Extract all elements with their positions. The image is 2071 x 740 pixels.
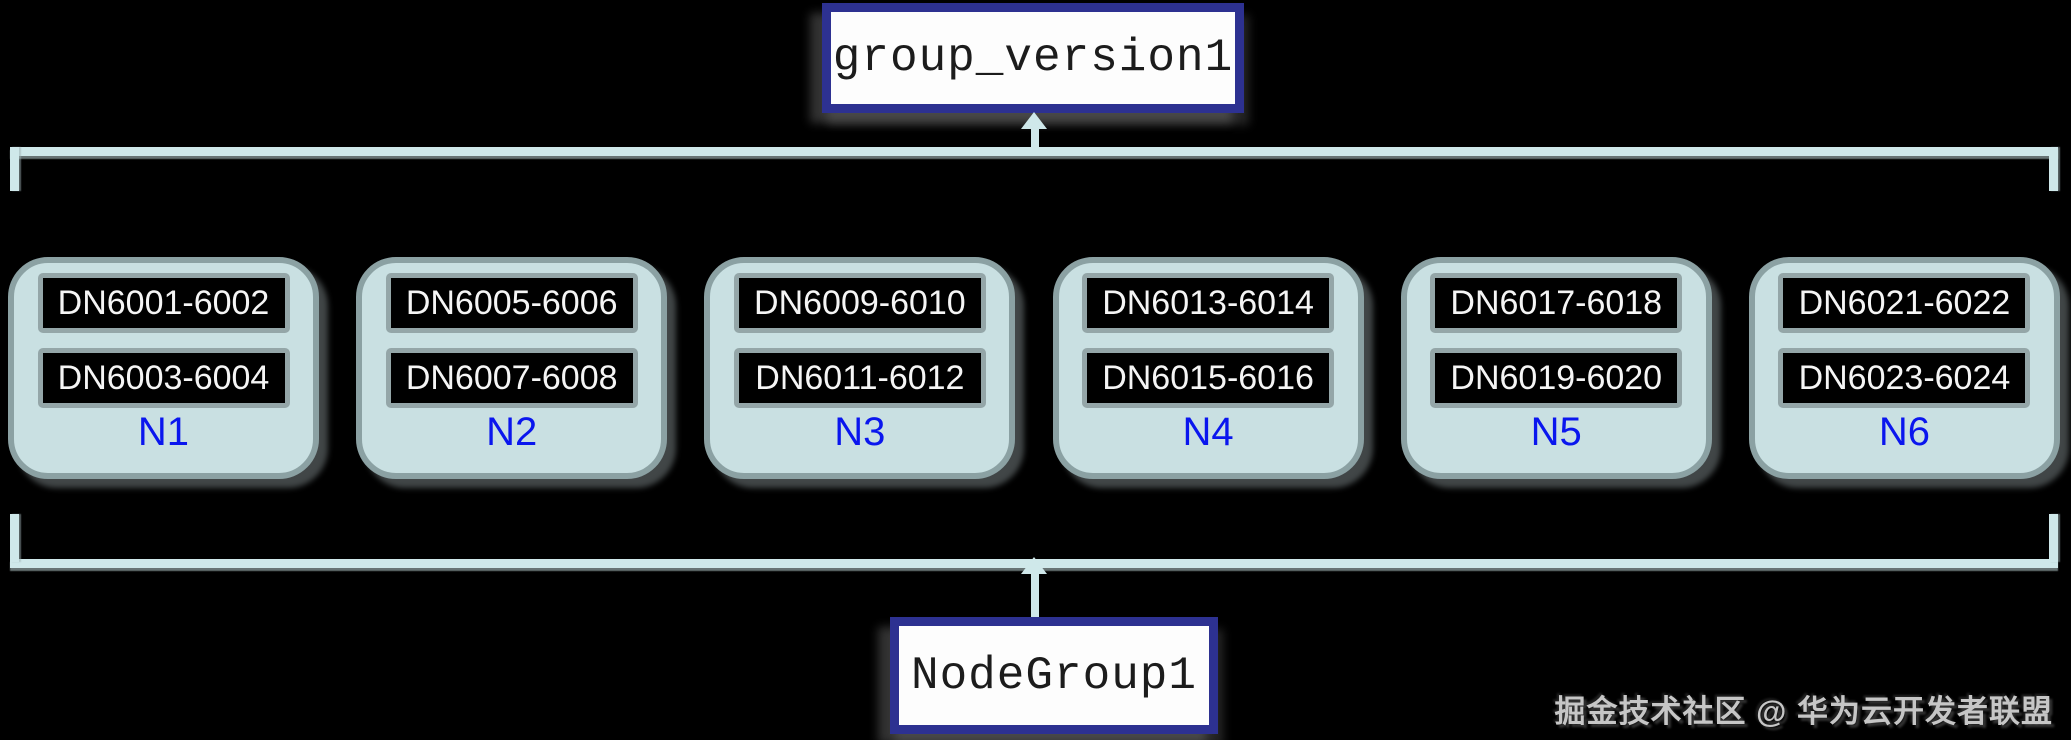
dn-range-box: DN6005-6006 — [385, 273, 638, 333]
dn-range-box: DN6019-6020 — [1430, 348, 1683, 408]
dn-range-label: DN6001-6002 — [57, 283, 270, 322]
dn-range-label: DN6011-6012 — [755, 358, 965, 397]
node-card-n4: DN6013-6014 DN6015-6016 N4 — [1052, 257, 1364, 479]
dn-range-label: DN6005-6006 — [405, 283, 618, 322]
group-version-label: group_version1 — [832, 32, 1234, 84]
dn-range-box: DN6009-6010 — [733, 273, 986, 333]
up-arrow-shaft — [1031, 124, 1039, 148]
node-card-n2: DN6005-6006 DN6007-6008 N2 — [356, 257, 668, 479]
node-label: N3 — [834, 410, 886, 454]
up-arrow-shaft — [1031, 572, 1039, 618]
dn-range-label: DN6017-6018 — [1450, 283, 1663, 322]
dn-range-box: DN6021-6022 — [1778, 273, 2031, 333]
bottom-bracket-left-tick — [10, 514, 19, 562]
node-label: N2 — [486, 410, 538, 454]
node-row: DN6001-6002 DN6003-6004 N1 DN6005-6006 D… — [8, 257, 2060, 479]
bottom-bracket-right-tick — [2049, 514, 2058, 562]
node-label: N4 — [1182, 410, 1234, 454]
dn-range-label: DN6019-6020 — [1450, 358, 1663, 397]
node-card-n1: DN6001-6002 DN6003-6004 N1 — [8, 257, 319, 479]
dn-range-box: DN6011-6012 — [733, 348, 986, 408]
dn-range-label: DN6023-6024 — [1798, 358, 2011, 397]
dn-range-box: DN6023-6024 — [1778, 348, 2031, 408]
up-arrow-icon — [1021, 557, 1047, 574]
node-label: N1 — [137, 410, 190, 454]
dn-range-label: DN6007-6008 — [405, 358, 618, 397]
top-bracket-bar — [10, 147, 2058, 156]
dn-range-label: DN6003-6004 — [57, 358, 270, 397]
dn-range-label: DN6009-6010 — [754, 283, 966, 322]
watermark-text: 掘金技术社区 @ 华为云开发者联盟 — [1554, 694, 2053, 729]
dn-range-box: DN6007-6008 — [385, 348, 638, 408]
dn-range-box: DN6003-6004 — [37, 348, 290, 408]
dn-range-label: DN6013-6014 — [1102, 283, 1314, 322]
top-bracket-right-tick — [2049, 147, 2058, 191]
node-card-n6: DN6021-6022 DN6023-6024 N6 — [1748, 257, 2060, 479]
node-group-box: NodeGroup1 — [890, 617, 1218, 734]
dn-range-box: DN6001-6002 — [37, 273, 290, 333]
dn-range-box: DN6017-6018 — [1430, 273, 1683, 333]
top-bracket-left-tick — [10, 147, 19, 191]
dn-range-label: DN6021-6022 — [1798, 283, 2011, 322]
dn-range-box: DN6013-6014 — [1082, 273, 1335, 333]
up-arrow-icon — [1021, 112, 1047, 129]
dn-range-box: DN6015-6016 — [1082, 348, 1335, 408]
node-group-label: NodeGroup1 — [910, 649, 1198, 702]
node-card-n3: DN6009-6010 DN6011-6012 N3 — [704, 257, 1016, 479]
dn-range-label: DN6015-6016 — [1102, 358, 1314, 397]
group-version-box: group_version1 — [822, 3, 1244, 113]
node-label: N6 — [1878, 410, 1930, 454]
node-card-n5: DN6017-6018 DN6019-6020 N5 — [1400, 257, 1712, 479]
node-label: N5 — [1530, 410, 1582, 454]
